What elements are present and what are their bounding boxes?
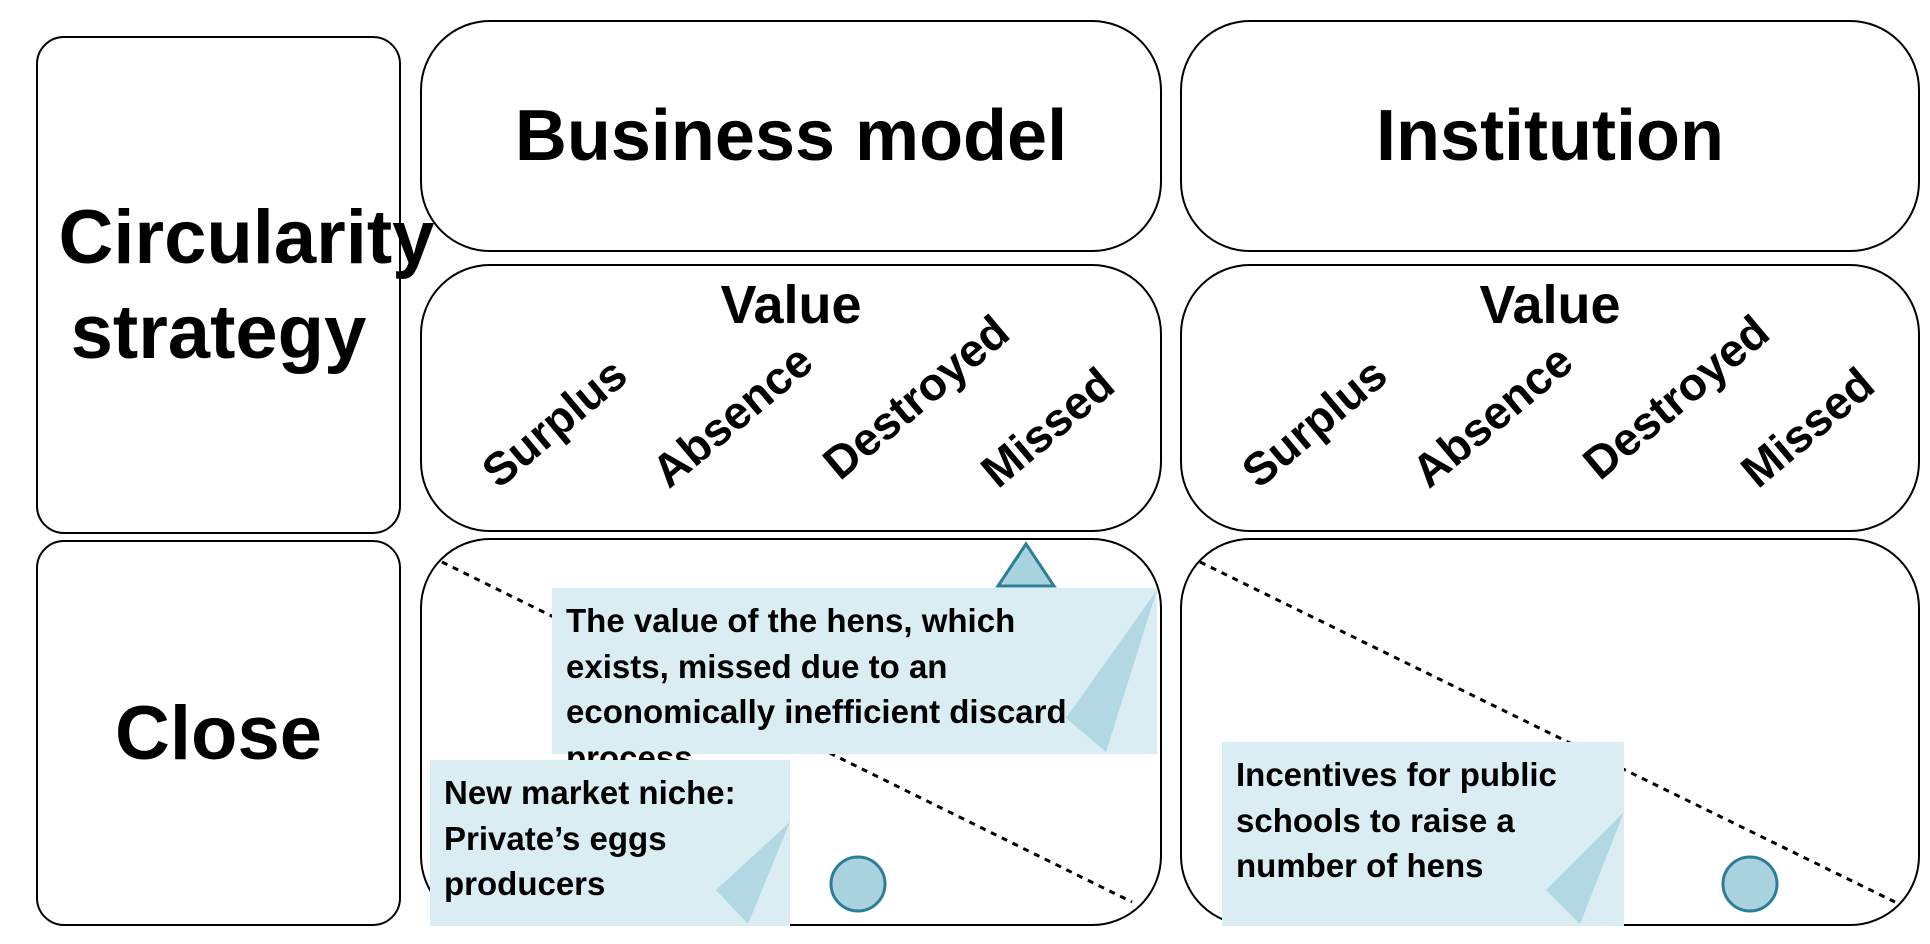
circularity-strategy-label: Circularity strategy <box>58 195 435 375</box>
note-niche-tail <box>716 822 790 924</box>
close-row-header: Close <box>36 540 401 926</box>
institution-value-box: Value Surplus Absence Destroyed Missed <box>1180 264 1920 532</box>
business-model-header: Business model <box>420 20 1162 252</box>
note-incentives-tail <box>1546 812 1624 924</box>
note-incentives-text: Incentives for public schools to raise a… <box>1236 756 1557 885</box>
close-label: Close <box>115 690 322 776</box>
business-model-circle-marker <box>829 855 887 913</box>
institution-header: Institution <box>1180 20 1920 252</box>
business-model-value-box: Value Surplus Absence Destroyed Missed <box>420 264 1162 532</box>
circularity-strategy-header: Circularity strategy <box>36 36 435 534</box>
business-model-value-label: Value <box>720 275 862 335</box>
missed-triangle-marker <box>995 541 1057 588</box>
note-hens-value-missed: The value of the hens, which exists, mis… <box>552 588 1157 776</box>
note-hens-tail <box>1066 590 1157 752</box>
business-model-title: Business model <box>514 96 1068 176</box>
institution-title: Institution <box>1376 96 1724 176</box>
institution-value-label: Value <box>1479 275 1621 335</box>
note-hens-value-text: The value of the hens, which exists, mis… <box>566 602 1067 776</box>
institution-dashed-line <box>1199 560 1896 904</box>
note-new-market-niche-text: New market niche: Private’s eggs produce… <box>444 774 736 903</box>
institution-circle-marker <box>1721 855 1779 913</box>
